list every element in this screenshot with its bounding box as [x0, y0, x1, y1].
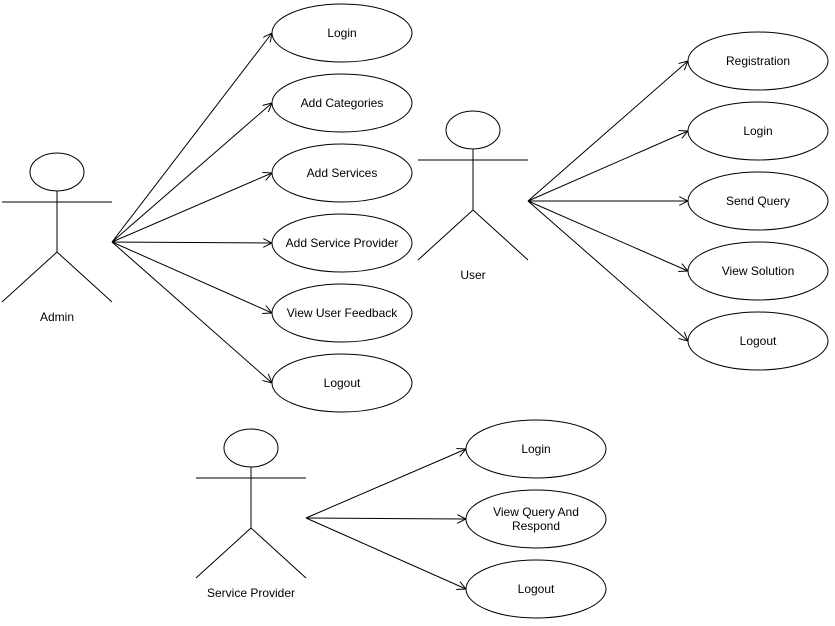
association-arrow [305, 518, 466, 519]
association-arrow [111, 241, 272, 383]
actor-left-leg [417, 209, 474, 261]
use-case-label: Add Services [307, 166, 378, 180]
use-case-admin-view-user-feedback: View User Feedback [271, 283, 413, 343]
use-case-label: Add Service Provider [286, 236, 399, 250]
association-arrow [527, 131, 688, 202]
actor-user: User [417, 110, 529, 282]
use-case-user-view-solution: View Solution [687, 241, 829, 301]
association-arrow [111, 33, 272, 243]
use-case-label: View User Feedback [287, 306, 398, 320]
use-case-user-send-query: Send Query [687, 171, 829, 231]
use-case-admin-add-service-provider: Add Service Provider [271, 213, 413, 273]
use-case-label: Login [743, 124, 772, 138]
association-arrow [111, 103, 272, 243]
use-case-label: Send Query [726, 194, 790, 208]
use-case-label: View Query And [493, 505, 579, 519]
use-case-sp-logout: Logout [465, 559, 607, 619]
use-case-ellipse [271, 3, 413, 63]
actor-left-leg [195, 527, 252, 579]
association-arrow [527, 200, 688, 341]
use-case-label: Logout [324, 376, 361, 390]
association-arrow [527, 200, 688, 271]
use-case-label: Login [521, 442, 550, 456]
use-case-label: Add Categories [301, 96, 384, 110]
use-case-ellipse [271, 283, 413, 343]
use-case-ellipse [271, 353, 413, 413]
use-case-ellipse [687, 31, 829, 91]
use-case-ellipse [687, 241, 829, 301]
use-case-user-registration: Registration [687, 31, 829, 91]
use-case-sp-login: Login [465, 419, 607, 479]
actor-head [445, 110, 501, 150]
association-arrow [305, 449, 466, 519]
use-case-ellipse [687, 311, 829, 371]
actor-right-leg [56, 251, 113, 303]
actor-right-leg [250, 527, 307, 579]
use-case-admin-logout: Logout [271, 353, 413, 413]
use-case-ellipse [687, 171, 829, 231]
use-case-ellipse [465, 489, 607, 549]
actor-service-provider: Service Provider [195, 428, 307, 600]
association-arrow [111, 242, 272, 243]
use-case-user-login: Login [687, 101, 829, 161]
use-case-ellipse [687, 101, 829, 161]
use-case-ellipse [465, 419, 607, 479]
use-case-admin-add-services: Add Services [271, 143, 413, 203]
actor-right-leg [472, 209, 529, 261]
use-case-user-logout: Logout [687, 311, 829, 371]
actor-head [223, 428, 279, 468]
use-case-label: View Solution [722, 264, 795, 278]
use-case-admin-login: Login [271, 3, 413, 63]
use-case-label: Respond [512, 519, 560, 533]
association-arrow [305, 517, 466, 589]
association-arrow [527, 61, 688, 202]
actor-label: Service Provider [207, 586, 295, 600]
use-case-ellipse [271, 143, 413, 203]
use-case-ellipse [465, 559, 607, 619]
use-case-label: Registration [726, 54, 790, 68]
actor-admin: Admin [1, 152, 113, 324]
association-layer [111, 33, 688, 589]
actor-head [29, 152, 85, 192]
use-case-label: Login [327, 26, 356, 40]
association-arrow [111, 241, 272, 313]
use-case-admin-add-categories: Add Categories [271, 73, 413, 133]
use-case-ellipse [271, 73, 413, 133]
use-case-label: Logout [518, 582, 555, 596]
use-case-label: Logout [740, 334, 777, 348]
actor-left-leg [1, 251, 58, 303]
actor-label: Admin [40, 310, 74, 324]
association-arrow [111, 173, 272, 243]
actor-label: User [460, 268, 485, 282]
use-case-ellipse [271, 213, 413, 273]
